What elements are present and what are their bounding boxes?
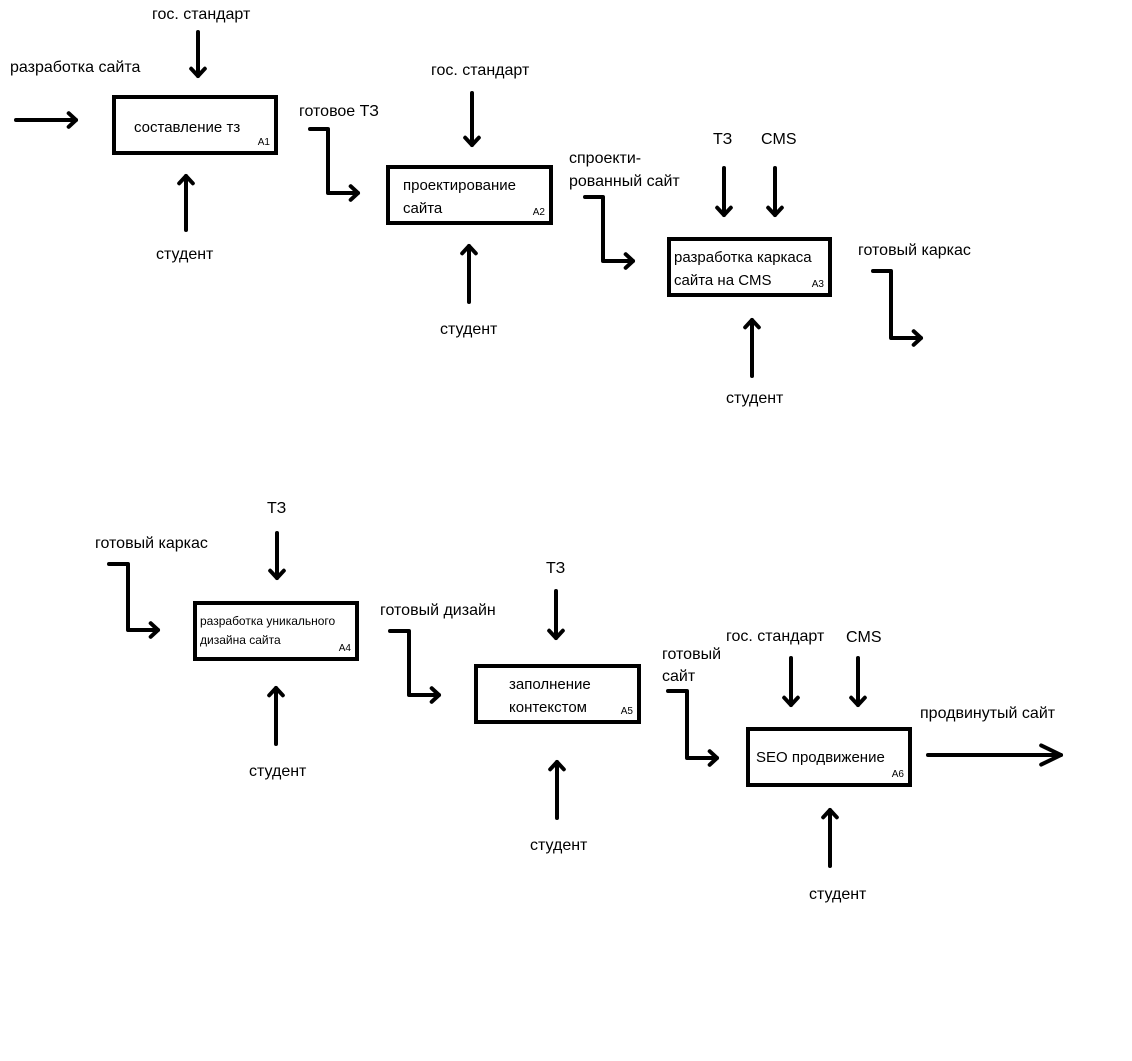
label-a4-control: ТЗ — [267, 500, 287, 517]
arrow-a3-control-cms-head — [766, 205, 784, 217]
arrow-a1-mechanism — [177, 174, 195, 232]
label-a2-output-1: спроекти- — [569, 150, 642, 167]
arrow-a6-output — [926, 743, 1063, 767]
arrow-a6-output-head — [1039, 743, 1063, 767]
arrow-a4-mechanism — [267, 686, 285, 746]
activity-code-a1: A1 — [257, 137, 270, 148]
label-a6-control-cms: CMS — [846, 629, 882, 646]
arrow-a2-output-head — [623, 252, 635, 270]
arrow-a1-input-head — [66, 111, 78, 129]
arrow-a4-input — [107, 562, 160, 639]
arrow-a5-control-head — [547, 628, 565, 640]
activity-code-a5: A5 — [620, 706, 633, 717]
arrow-a3-mechanism — [743, 318, 761, 378]
arrow-a2-control — [463, 91, 481, 147]
arrow-a1-control-head — [189, 66, 207, 78]
arrow-a2-mechanism — [460, 244, 478, 304]
arrow-a1-output-line — [308, 127, 360, 195]
label-a4-input: готовый каркас — [95, 535, 208, 552]
label-a5-mechanism: студент — [530, 837, 588, 854]
activity-box-a3: разработка каркаса сайта на CMS A3 — [667, 237, 832, 297]
activity-title-a1: составление тз — [134, 119, 241, 136]
label-a2-mechanism: студент — [440, 321, 498, 338]
arrow-a4-control — [268, 531, 286, 580]
arrow-a5-mechanism-head — [548, 760, 566, 772]
arrow-a5-output — [666, 689, 719, 767]
arrow-a6-control-std — [782, 656, 800, 707]
arrow-a4-mechanism-head — [267, 686, 285, 698]
label-a4-mechanism: студент — [249, 763, 307, 780]
arrow-a1-mechanism-head — [177, 174, 195, 186]
arrow-a2-mechanism-head — [460, 244, 478, 256]
arrow-a6-control-std-head — [782, 695, 800, 707]
label-a5-output-2: сайт — [662, 668, 696, 685]
arrow-a6-mechanism — [821, 808, 839, 868]
arrow-a2-output — [583, 195, 635, 270]
label-a1-mechanism: студент — [156, 246, 214, 263]
arrow-a3-control-tz — [715, 166, 733, 217]
arrow-a6-control-cms — [849, 656, 867, 707]
arrow-a3-output — [871, 269, 923, 347]
label-a3-output: готовый каркас — [858, 242, 971, 259]
activity-box-a2: проектирование сайта A2 — [386, 165, 553, 225]
arrow-a4-output-head — [429, 686, 441, 704]
label-a1-input: разработка сайта — [10, 59, 141, 76]
label-a1-control: гос. стандарт — [152, 6, 251, 23]
label-a2-control: гос. стандарт — [431, 62, 530, 79]
label-a3-control-cms: CMS — [761, 131, 797, 148]
activity-box-a6: SEO продвижение A6 — [746, 727, 912, 787]
arrow-a4-output-line — [388, 629, 441, 697]
activity-title-a5: заполнение контекстом — [509, 676, 591, 716]
activity-title-a2: проектирование сайта — [403, 177, 516, 217]
label-a5-output-1: готовый — [662, 646, 722, 663]
activity-box-a5: заполнение контекстом A5 — [474, 664, 641, 724]
arrow-a4-input-line — [107, 562, 160, 632]
arrow-a6-mechanism-head — [821, 808, 839, 820]
label-a2-output-2: рованный сайт — [569, 173, 680, 190]
arrow-a5-output-line — [666, 689, 719, 760]
arrow-a4-input-head — [148, 621, 160, 639]
arrow-a5-control — [547, 589, 565, 640]
label-a6-mechanism: студент — [809, 886, 867, 903]
activity-title-a3: разработка каркаса сайта на CMS — [674, 249, 812, 289]
activity-code-a4: A4 — [338, 643, 351, 654]
label-a6-output: продвинутый сайт — [920, 705, 1056, 722]
activity-title-a6: SEO продвижение — [756, 749, 885, 766]
arrow-a1-control — [189, 30, 207, 78]
label-a6-control-std: гос. стандарт — [726, 628, 825, 645]
activity-code-a3: A3 — [811, 279, 824, 290]
arrow-a2-output-line — [583, 195, 635, 263]
arrow-a1-output — [308, 127, 360, 202]
label-a3-control-tz: ТЗ — [713, 131, 733, 148]
label-a4-output: готовый дизайн — [380, 602, 496, 619]
arrow-a4-output — [388, 629, 441, 704]
label-a3-mechanism: студент — [726, 390, 784, 407]
arrow-a1-output-head — [348, 184, 360, 202]
arrow-a5-output-head — [707, 749, 719, 767]
arrow-a3-control-cms — [766, 166, 784, 217]
arrow-a6-control-cms-head — [849, 695, 867, 707]
arrow-a3-output-line — [871, 269, 923, 340]
arrow-a2-control-head — [463, 135, 481, 147]
arrow-a1-input — [14, 111, 78, 129]
arrow-a5-mechanism — [548, 760, 566, 820]
activity-box-a4: разработка уникального дизайна сайта A4 — [193, 601, 359, 661]
arrow-a3-mechanism-head — [743, 318, 761, 330]
label-a5-control: ТЗ — [546, 560, 566, 577]
activity-code-a2: A2 — [532, 207, 545, 218]
label-a1-output: готовое ТЗ — [299, 103, 379, 120]
arrow-a3-output-head — [911, 329, 923, 347]
activity-code-a6: A6 — [891, 769, 904, 780]
arrow-a4-control-head — [268, 568, 286, 580]
activity-title-a4: разработка уникального дизайна сайта — [200, 614, 336, 647]
activity-box-a1: составление тз A1 — [112, 95, 278, 155]
arrow-a3-control-tz-head — [715, 205, 733, 217]
